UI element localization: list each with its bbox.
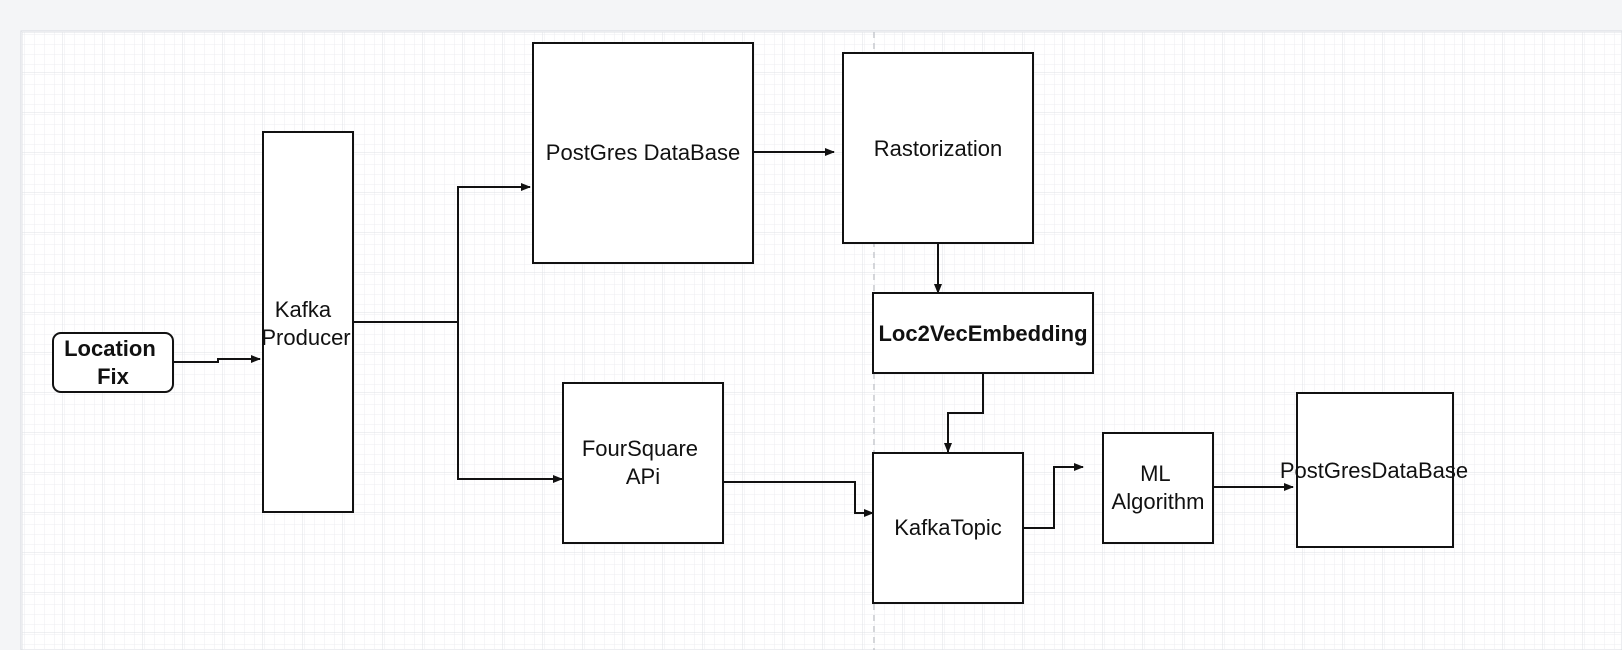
node-postgres-database[interactable]: PostGres DataBase	[532, 42, 754, 264]
node-shape	[1102, 432, 1214, 544]
node-shape	[562, 382, 724, 544]
node-label-line: Producer	[261, 325, 350, 350]
node-label-line: FourSquare	[582, 436, 698, 461]
node-shape	[872, 452, 1024, 604]
node-label: PostGres DataBase	[546, 140, 740, 165]
node-label: ML Algorithm	[1112, 461, 1205, 514]
node-shape	[872, 292, 1094, 374]
node-label: Rastorization	[874, 136, 1002, 161]
node-shape	[532, 42, 754, 264]
node-label-line: Location	[64, 336, 156, 361]
node-label-line: Rastorization	[874, 136, 1002, 161]
node-label-line: PostGresDataBase	[1280, 458, 1468, 483]
edge-kafka-producer-to-postgres-database[interactable]	[354, 183, 531, 323]
node-label-line: APi	[626, 464, 660, 489]
edge-foursquare-api-to-kafka-topic[interactable]	[723, 481, 874, 517]
node-kafka-producer[interactable]: Kafka Producer	[261, 131, 354, 513]
node-shape	[262, 131, 354, 513]
node-label-line: Loc2VecEmbedding	[878, 321, 1087, 346]
node-label: FourSquare APi	[582, 436, 704, 489]
node-shape	[842, 52, 1034, 244]
node-location-fix[interactable]: Location Fix	[52, 332, 174, 393]
node-label-line: ML	[1140, 461, 1170, 486]
node-label-line: Kafka	[275, 297, 332, 322]
node-shape	[1296, 392, 1454, 548]
node-shape	[52, 332, 174, 393]
node-label: PostGresDataBase	[1280, 458, 1468, 483]
node-rastorization[interactable]: Rastorization	[842, 52, 1034, 244]
node-label: Kafka Producer	[261, 297, 350, 350]
edge-location-fix-to-kafka-producer[interactable]	[174, 355, 261, 363]
node-label-line: KafkaTopic	[894, 515, 1002, 540]
node-loc2vec-embedding[interactable]: Loc2VecEmbedding	[872, 292, 1094, 374]
node-label-line: Fix	[97, 364, 130, 389]
node-postgres-database-2[interactable]: PostGresDataBase	[1280, 392, 1468, 548]
edge-loc2vec-to-kafka-topic[interactable]	[944, 373, 984, 453]
node-label-line: Algorithm	[1112, 489, 1205, 514]
edge-kafka-producer-to-foursquare-api[interactable]	[457, 322, 563, 483]
node-label: Loc2VecEmbedding	[878, 321, 1087, 346]
node-ml-algorithm[interactable]: ML Algorithm	[1102, 432, 1214, 544]
edge-kafka-topic-to-ml-algorithm[interactable]	[1024, 463, 1084, 529]
node-foursquare-api[interactable]: FourSquare APi	[562, 382, 724, 544]
node-label-line: PostGres DataBase	[546, 140, 740, 165]
node-kafka-topic[interactable]: KafkaTopic	[872, 452, 1024, 604]
node-label: Location Fix	[64, 336, 162, 389]
node-label: KafkaTopic	[894, 515, 1002, 540]
